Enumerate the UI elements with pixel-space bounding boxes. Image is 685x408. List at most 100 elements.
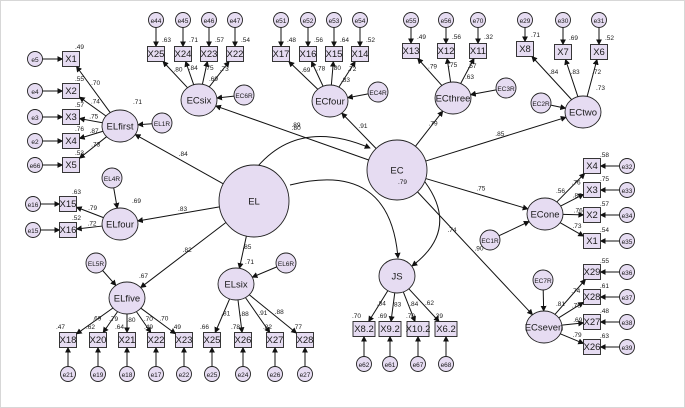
latent-label-ECsix: ECsix [187,96,212,107]
r2-X3: .57 [75,102,84,109]
error-label-e15: e15 [28,228,39,235]
error-label-e2: e2 [31,139,39,146]
path-EC-ECfour [341,112,377,149]
disturbance-EC3R [495,77,517,99]
error-label-e70: e70 [473,18,484,25]
loading-X11 [460,57,475,84]
latent-r2-ELfour: .69 [132,198,141,205]
loading-label-X13: .79 [428,64,437,71]
indicator-label-X27b: X27 [267,335,284,346]
latent-r2-ECone: .56 [556,188,565,195]
loading-label-X23b: .70 [159,315,168,322]
error-label-e34: e34 [622,213,633,220]
error-circle-e68 [438,356,454,372]
indicator-label-X17: X17 [273,49,290,60]
error-circle-e34 [619,207,635,223]
loading-label-X14: .72 [347,66,356,73]
indicator-box-X27b [266,332,284,348]
indicator-label-X6b: X6.2 [436,324,456,335]
indicator-label-X7: X7 [557,47,569,58]
error-circle-e27 [297,366,313,382]
disturbance-path-EC2R [550,104,567,111]
latent-ECfour [311,84,349,118]
loading-label-X24: .84 [189,65,198,72]
r2-X4b: .58 [600,152,609,159]
error-label-e19: e19 [93,372,104,379]
r2-X26b: .78 [231,324,240,331]
error-label-e25: e25 [207,372,218,379]
r2-X21: .64 [115,324,124,331]
error-label-e26: e26 [270,372,281,379]
loading-label-X8b: .84 [377,301,386,308]
loading-X3 [78,116,103,124]
disturbance-EL1R [151,112,173,134]
indicator-box-X29 [583,264,601,280]
path-el-js [289,179,401,259]
error-circle-e56 [438,12,454,28]
loading-label-X2: .74 [91,99,100,106]
loading-X9b [388,292,396,323]
error-circle-e5 [27,51,43,67]
error-circle-e39 [619,339,635,355]
latent-EC [366,139,428,201]
indicator-box-X21 [118,332,136,348]
disturbance-label-EC7R: EC7R [534,278,552,285]
indicator-label-X29: X29 [584,267,601,278]
loading-label-X7: .83 [571,69,580,76]
indicator-label-X5: X5 [65,160,77,171]
latent-label-ECone: ECone [530,210,559,221]
error-circle-e36 [619,264,635,280]
loading-label-X16b: .72 [88,221,97,228]
error-circle-e52 [300,12,316,28]
error-circle-e32 [619,158,635,174]
loading-X2 [78,96,107,117]
latent-r2-ELsix: .71 [245,259,254,266]
indicator-box-X23b [175,332,193,348]
r2-X12: .56 [452,34,461,41]
loading-X6 [586,58,599,97]
indicator-label-X22b: X22 [148,335,165,346]
latent-label-ECthree: ECthree [436,94,471,105]
disturbance-label-EC4R: EC4R [369,90,387,97]
loading-X14 [338,60,356,88]
loading-X4 [78,130,104,140]
indicator-box-X15b [59,196,77,212]
r2-X11: .32 [484,34,493,41]
error-label-e51: e51 [276,18,287,25]
coef-EC-ECone: .75 [476,186,485,193]
coef-EC-ECseven: .90 [474,245,483,252]
disturbance-path-EC6R [216,94,235,101]
r2-X5: .53 [75,150,84,157]
loading-X16b [75,225,103,232]
latent-r2-ECtwo: .73 [596,85,605,92]
loading-label-X20: .79 [109,316,118,323]
disturbance-path-EL1R [137,121,153,128]
indicator-box-X3b [583,182,601,198]
indicator-label-X11: X11 [470,46,486,57]
error-label-e31: e31 [594,18,605,25]
latent-label-ECtwo: ECtwo [569,108,597,119]
r2-X8: .71 [531,32,540,39]
loading-label-X11: .57 [467,63,476,70]
indicator-label-X2: X2 [65,86,77,97]
indicator-box-X15 [325,46,343,62]
error-label-e52: e52 [303,18,314,25]
r2-X8b: .70 [352,313,361,320]
r2-X26: .63 [600,333,609,340]
r2-X22b: .49 [144,324,153,331]
r2-X20: .62 [86,324,95,331]
r2-X27: .48 [600,308,609,315]
error-label-e4: e4 [31,89,39,96]
r2-X2: .55 [75,76,84,83]
indicator-label-X15b: X15 [60,199,77,210]
loading-X6b [408,288,440,323]
indicator-label-X26: X26 [584,342,601,353]
loading-label-X28: .78 [572,302,581,309]
indicator-label-X26b: X26 [235,335,252,346]
error-circle-e26 [267,366,283,382]
r2-X17: .48 [287,37,296,44]
path-EL-ELfive [140,222,227,289]
indicator-box-X2b [583,207,601,223]
loading-label-X4: .87 [90,128,99,135]
latent-label-ECfour: ECfour [315,97,345,108]
